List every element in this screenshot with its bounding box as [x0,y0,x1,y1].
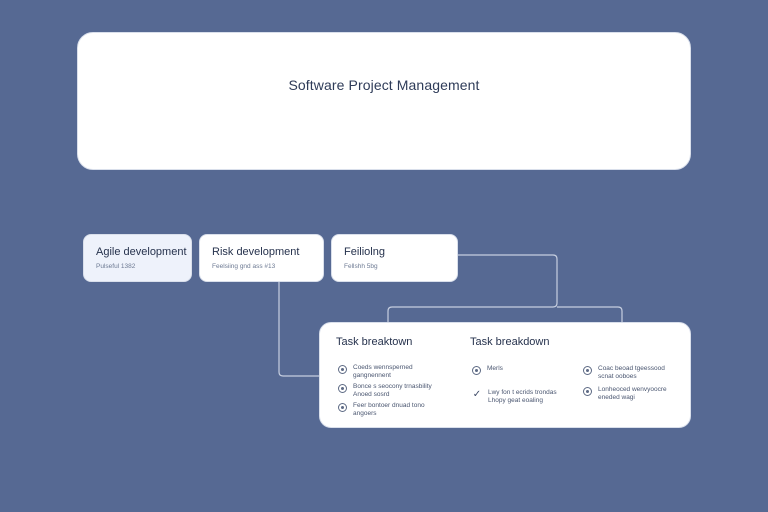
circle-number-icon [472,366,481,375]
task-item[interactable]: Lonheoced wenvyoocre eneded wagi [583,386,678,402]
task-item-text: Lonheoced wenvyoocre eneded wagi [598,386,667,401]
task-column-title: Task breakdown [470,336,550,348]
circle-number-icon [338,403,347,412]
node-subtitle: Pulseful 1382 [96,263,136,270]
task-breakdown-panel: Task breaktown Task breakdown Coeds wenn… [319,322,691,428]
connector-feiliolng-to-tasks [387,254,558,322]
task-item[interactable]: Bonce s seocony trnasbility Anoed sosrd [338,383,433,399]
connector-risk-to-tasks [278,282,319,377]
node-subtitle: Feelsiing gnd ass #13 [212,263,276,270]
node-risk-development[interactable]: Risk development Feelsiing gnd ass #13 [199,234,324,282]
node-title: Feiliolng [344,246,385,258]
task-item[interactable]: ✓ Lwy fon t ecrids trondas Lhopy geat eo… [472,389,568,405]
node-subtitle: Fellshh 5bg [344,263,378,270]
circle-number-icon [338,365,347,374]
node-agile-development[interactable]: Agile development Pulseful 1382 [83,234,192,282]
circle-number-icon [583,387,592,396]
task-item-text: Coac beoad tgeessood scnat ooboes [598,365,665,380]
task-item-text: Feer bontoer dnuad tono angoers [353,402,425,417]
task-item-text: Lwy fon t ecrids trondas Lhopy geat eoal… [488,389,557,404]
task-item-text: Bonce s seocony trnasbility Anoed sosrd [353,383,432,398]
task-item[interactable]: Coeds wennsperned gangnennent [338,364,433,380]
task-item-text: Merls [487,365,503,372]
connector-tasks-branch [557,306,623,322]
task-item-text: Coeds wennsperned gangnennent [353,364,413,379]
page-title: Software Project Management [288,77,480,93]
task-item[interactable]: Coac beoad tgeessood scnat ooboes [583,365,678,381]
header-card: Software Project Management [77,32,691,170]
circle-number-icon [338,384,347,393]
node-feiliolng[interactable]: Feiliolng Fellshh 5bg [331,234,458,282]
node-title: Risk development [212,246,300,258]
task-column-title: Task breaktown [336,336,413,348]
checkmark-icon: ✓ [472,389,482,400]
circle-number-icon [583,366,592,375]
task-item[interactable]: Merls [472,365,567,375]
node-title: Agile development [96,246,187,258]
task-item[interactable]: Feer bontoer dnuad tono angoers [338,402,433,418]
